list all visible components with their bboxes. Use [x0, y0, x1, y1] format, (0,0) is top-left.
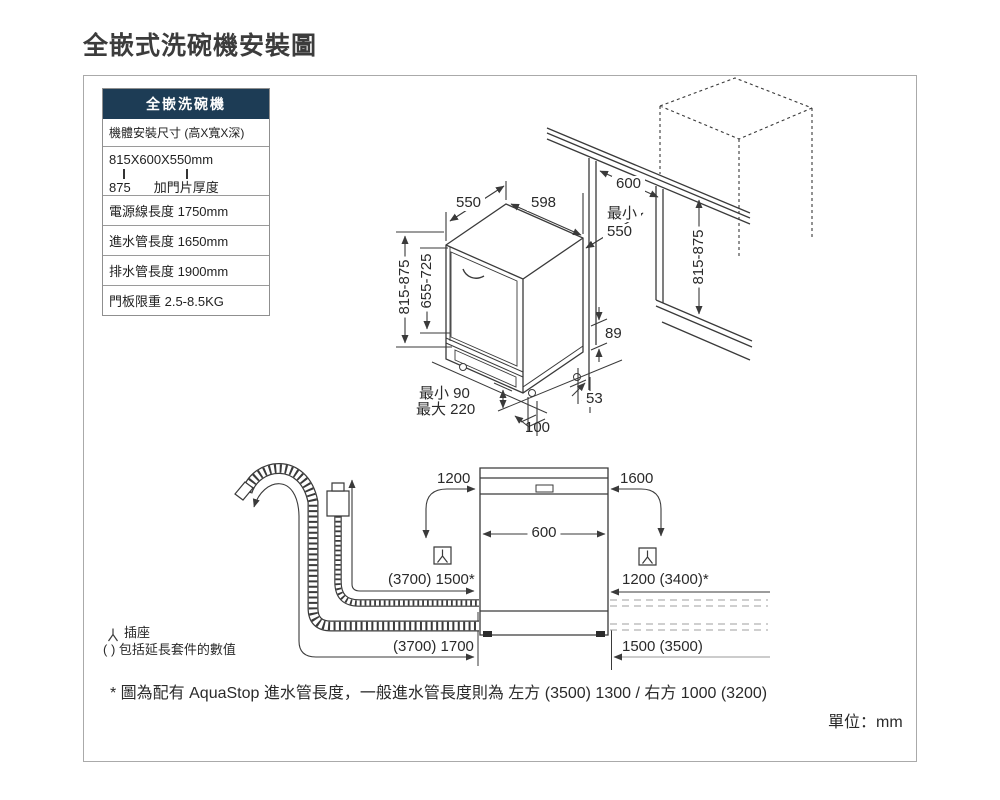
- spec-row-size-values: 815X600X550mm 875 加門片厚度: [103, 146, 269, 195]
- dim-door-655-725: 655-725: [418, 250, 435, 312]
- dim-niche-depth-min-label: 最小: [603, 206, 642, 222]
- dim-cord-right-1600: 1600: [620, 470, 654, 487]
- unit-note: 單位：mm: [828, 714, 903, 731]
- dim-rear-gap-89: 89: [601, 326, 626, 342]
- dim-cord-left-1200: 1200: [437, 470, 471, 487]
- spec-table-title: 全嵌洗碗機: [103, 89, 269, 119]
- tick-mark: [186, 169, 188, 179]
- dim-drain-right: 1500 (3500): [622, 638, 703, 655]
- page-title: 全嵌式洗碗機安裝圖: [83, 32, 318, 60]
- dim-height-815-875-left: 815-875: [396, 256, 413, 318]
- tick-mark: [123, 169, 125, 179]
- spec-table: 全嵌洗碗機 機體安裝尺寸 (高X寬X深) 815X600X550mm 875 加門…: [102, 88, 270, 316]
- legend-paren-note: ( ) 包括延長套件的數值: [103, 642, 236, 657]
- door-panel-note: 加門片厚度: [153, 180, 219, 195]
- dim-depth-550: 550: [452, 195, 486, 211]
- spec-row-inlet-hose: 進水管長度 1650mm: [103, 225, 269, 255]
- footnote: * 圖為配有 AquaStop 進水管長度，一般進水管長度則為 左方 (3500…: [110, 685, 768, 702]
- alt-height: 875: [109, 180, 131, 195]
- dim-foot-depth-100: 100: [525, 419, 551, 436]
- dim-inlet-right: 1200 (3400)*: [622, 571, 709, 588]
- dim-width-598: 598: [527, 195, 561, 211]
- dim-niche-height-815-875: 815-875: [690, 226, 707, 288]
- spec-row-power-cord: 電源線長度 1750mm: [103, 195, 269, 225]
- dim-foot-offset-53: 53: [582, 391, 607, 407]
- dim-drain-left: (3700) 1700: [393, 638, 474, 655]
- size-value: 815X600X550mm: [109, 152, 214, 167]
- dim-width-600-bottom: 600: [527, 525, 561, 541]
- spec-row-size-label: 機體安裝尺寸 (高X寬X深): [109, 126, 245, 140]
- size-alt-line: 875 加門片厚度: [109, 177, 219, 196]
- dim-plinth-min-90: 最小 90: [419, 385, 470, 402]
- spec-row-door-weight: 門板限重 2.5-8.5KG: [103, 285, 269, 315]
- spec-row-drain-hose: 排水管長度 1900mm: [103, 255, 269, 285]
- dim-inlet-left: (3700) 1500*: [388, 571, 475, 588]
- dim-niche-depth-min-value: 550: [603, 224, 637, 240]
- legend-socket-label: 插座: [124, 625, 151, 640]
- dim-niche-width-600: 600: [612, 176, 646, 192]
- dim-plinth-max-220: 最大 220: [416, 401, 476, 418]
